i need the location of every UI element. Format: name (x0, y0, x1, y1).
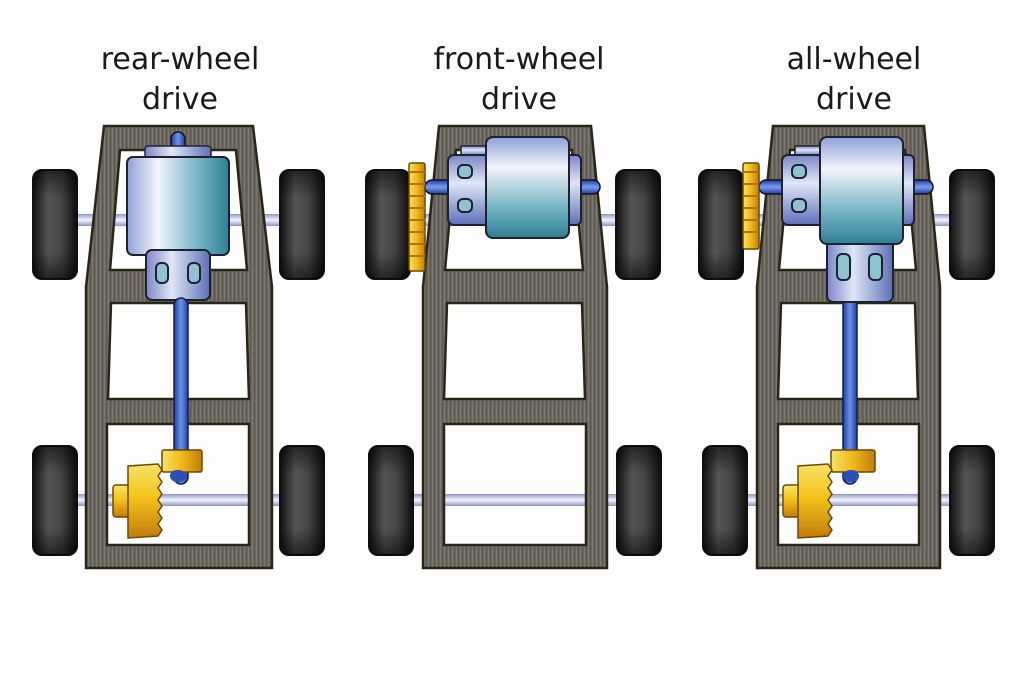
awd-title-line2: drive (816, 82, 892, 117)
awd-front-left-tire (698, 169, 744, 280)
rwd-panel (32, 124, 325, 570)
rwd-chassis (84, 124, 274, 570)
fwd-front-gear (408, 162, 426, 272)
fwd-title: front-wheel drive (389, 40, 649, 120)
awd-pinion-gear (830, 449, 876, 482)
fwd-rear-right-tire (616, 445, 662, 556)
awd-front-right-tire (949, 169, 995, 280)
rwd-front-right-tire (279, 169, 325, 280)
rwd-front-left-tire (32, 169, 78, 280)
rwd-ring-gear (112, 463, 163, 539)
rwd-title-line1: rear-wheel (100, 42, 260, 77)
awd-rear-right-tire (949, 445, 995, 556)
awd-chassis (755, 124, 942, 570)
rwd-rear-left-tire (32, 445, 78, 556)
awd-title: all-wheel drive (724, 40, 984, 120)
awd-motor (758, 136, 934, 303)
rwd-pinion-gear (161, 449, 203, 482)
fwd-title-line1: front-wheel (433, 42, 605, 77)
rwd-rear-right-tire (279, 445, 325, 556)
rwd-motor (126, 131, 230, 301)
awd-title-line1: all-wheel (786, 42, 922, 77)
awd-ring-gear (782, 463, 833, 539)
fwd-panel (365, 124, 662, 570)
fwd-rear-left-tire (368, 445, 414, 556)
awd-front-gear (742, 162, 760, 250)
fwd-motor (424, 136, 601, 239)
fwd-rear-axle (405, 494, 625, 506)
rwd-title-line2: drive (142, 82, 218, 117)
fwd-title-line2: drive (481, 82, 557, 117)
rwd-driveshaft (173, 297, 189, 485)
fwd-chassis (421, 124, 609, 570)
rwd-title: rear-wheel drive (50, 40, 310, 120)
awd-panel (698, 124, 995, 570)
awd-rear-left-tire (702, 445, 748, 556)
fwd-front-right-tire (615, 169, 661, 280)
fwd-front-left-tire (365, 169, 411, 280)
